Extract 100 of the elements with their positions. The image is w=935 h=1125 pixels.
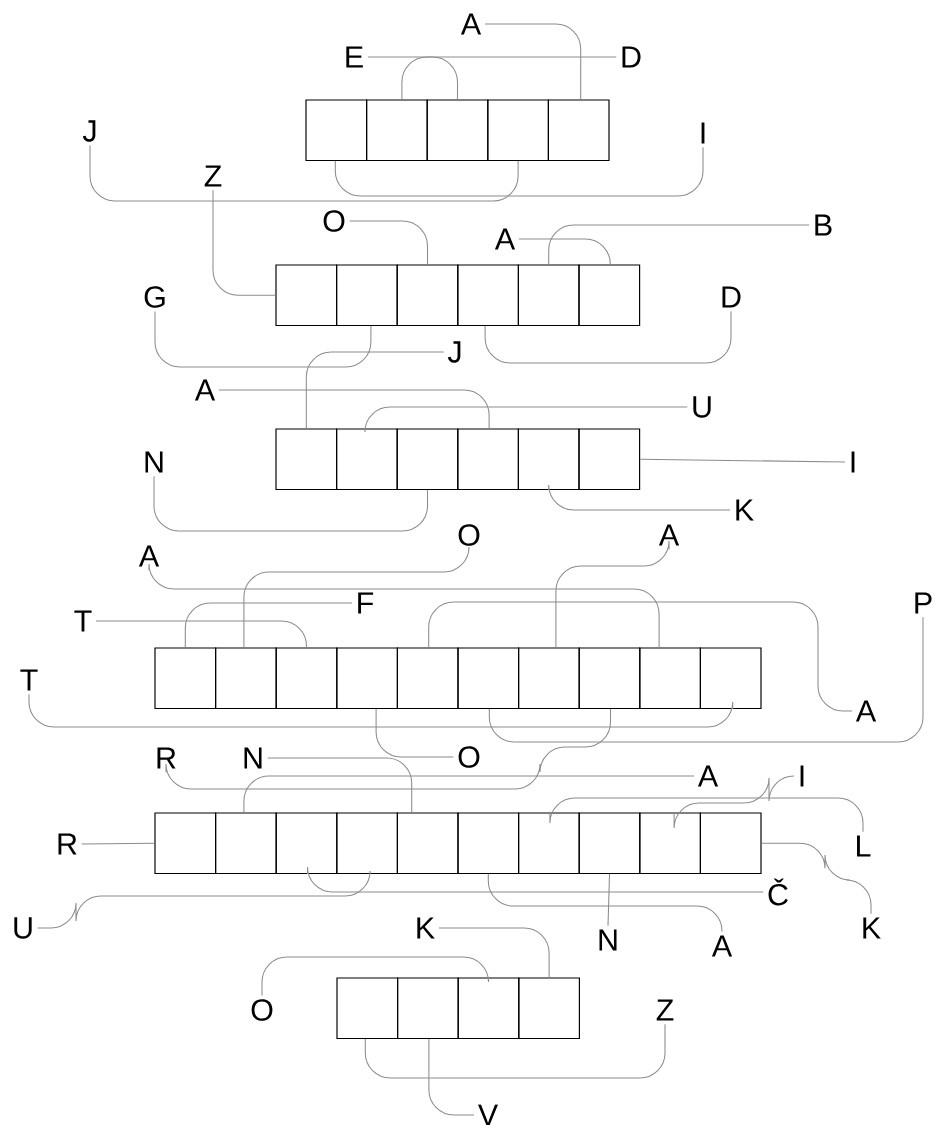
answer-box (305, 99, 368, 162)
leader-line (555, 540, 670, 648)
leader-line (184, 602, 353, 648)
letter-label: U (693, 396, 711, 418)
leader-line (484, 23, 582, 100)
leader-line (89, 144, 519, 202)
letter-label: K (863, 917, 881, 939)
answer-box (699, 647, 762, 710)
leader-line (243, 546, 470, 648)
leader-line (364, 406, 688, 433)
letter-label: O (458, 524, 480, 546)
answer-box (275, 428, 338, 491)
answer-box (154, 812, 217, 875)
letter-label: J (447, 341, 461, 363)
leader-line (267, 757, 413, 813)
answer-box (396, 428, 459, 491)
leader-line (364, 1023, 666, 1079)
leader-line (305, 351, 445, 429)
answer-box (336, 647, 398, 710)
leader-line (37, 870, 371, 929)
letter-label: I (851, 451, 855, 473)
letter-label: A (855, 700, 877, 722)
answer-box (396, 812, 459, 875)
answer-box (578, 428, 641, 491)
answer-box (518, 977, 580, 1040)
answer-box (518, 812, 580, 875)
leader-line (548, 224, 810, 265)
answer-box (396, 647, 459, 710)
letter-label: D (622, 46, 641, 68)
answer-box (366, 99, 428, 162)
answer-box (396, 264, 459, 327)
letter-label: G (144, 286, 165, 308)
leader-line (518, 238, 611, 265)
letter-label: A (711, 935, 733, 957)
letter-label: A (697, 765, 719, 787)
letter-label: V (478, 1104, 499, 1125)
leader-line (81, 842, 155, 845)
letter-label: I (800, 765, 804, 787)
letter-label: D (722, 286, 741, 308)
answer-box (578, 812, 641, 875)
leader-line (639, 458, 846, 463)
letter-label: A (494, 228, 516, 250)
leader-line (218, 389, 490, 429)
answer-box (457, 977, 520, 1040)
answer-box (639, 812, 701, 875)
leader-line (484, 310, 732, 364)
answer-box (547, 99, 610, 162)
letter-label: A (460, 13, 482, 35)
leader-line (673, 775, 795, 829)
letter-label: A (194, 379, 216, 401)
leader-line (165, 708, 612, 790)
letter-label: N (599, 929, 617, 951)
letter-label: O (323, 210, 345, 232)
letter-label: Z (656, 999, 674, 1021)
letter-label: A (658, 524, 680, 546)
answer-box (336, 812, 398, 875)
answer-box (457, 428, 519, 491)
leader-line (243, 775, 695, 813)
answer-box (275, 264, 338, 327)
answer-box (699, 812, 762, 875)
answer-box (215, 647, 277, 710)
answer-box (154, 647, 217, 710)
letter-label: Č (768, 878, 788, 906)
letter-label: N (244, 747, 262, 769)
answer-box (457, 812, 520, 875)
leader-line (212, 189, 276, 296)
leader-line (154, 311, 372, 368)
leader-line (349, 220, 429, 265)
letter-label: L (857, 835, 871, 857)
answer-box (487, 99, 549, 162)
answer-box (336, 264, 398, 327)
letter-label: A (138, 545, 160, 567)
letter-label: K (736, 499, 754, 521)
leader-line (761, 842, 872, 915)
leader-line (95, 620, 308, 648)
leader-line (487, 873, 723, 933)
answer-box (336, 428, 398, 491)
letter-label: I (701, 122, 705, 144)
letter-label: R (58, 833, 77, 855)
answer-box (518, 647, 580, 710)
letter-label: U (14, 917, 32, 939)
leader-line (261, 956, 490, 996)
leader-line (438, 927, 550, 978)
answer-box (215, 812, 277, 875)
leader-line (367, 56, 459, 100)
letter-label: Z (204, 165, 222, 187)
answer-box (426, 99, 489, 162)
leader-line (428, 601, 853, 712)
leader-line (401, 56, 617, 100)
answer-box (275, 812, 338, 875)
answer-box (397, 977, 459, 1040)
letter-label: R (157, 747, 176, 769)
leader-line (28, 693, 734, 728)
letter-label: N (145, 451, 163, 473)
letter-label: T (20, 669, 38, 691)
leader-line (549, 797, 864, 833)
letter-label: E (346, 46, 363, 68)
letter-label: P (915, 592, 932, 614)
answer-box (275, 647, 338, 710)
leader-line (607, 873, 611, 927)
